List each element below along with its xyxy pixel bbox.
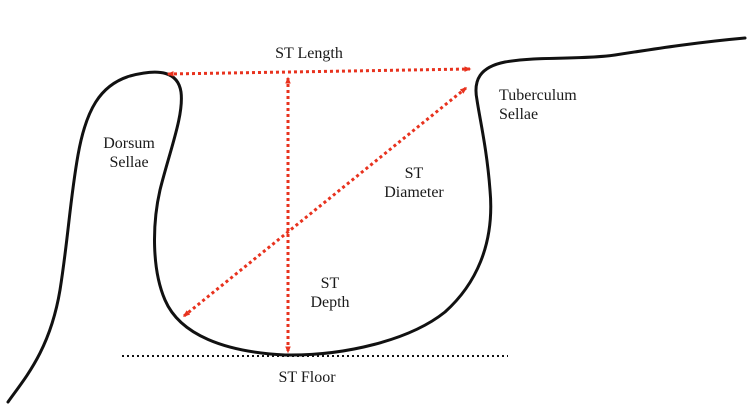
tuberculum-sellae-line-1: Tuberculum: [499, 87, 577, 104]
st-diameter-line-1: ST: [404, 165, 424, 182]
st-length-arrow: [166, 66, 472, 77]
dorsum-sellae-line-2: Sellae: [109, 154, 149, 171]
dorsum-sellae-label: Dorsum Sellae: [98, 134, 160, 172]
st-depth-line-1: ST: [320, 275, 340, 292]
dorsum-sellae-line-1: Dorsum: [103, 135, 155, 152]
st-depth-label: ST Depth: [300, 274, 360, 312]
st-floor-label: ST Floor: [278, 369, 336, 386]
tuberculum-sellae-label: Tuberculum Sellae: [499, 86, 577, 124]
st-length-label: ST Length: [275, 45, 343, 62]
st-diameter-line-2: Diameter: [384, 184, 444, 201]
st-diameter-label: ST Diameter: [374, 164, 454, 202]
st-depth-line-2: Depth: [310, 294, 350, 311]
sella-outline: [6, 36, 747, 404]
tuberculum-sellae-line-2: Sellae: [499, 106, 539, 123]
st-diameter-arrow: [182, 86, 468, 318]
